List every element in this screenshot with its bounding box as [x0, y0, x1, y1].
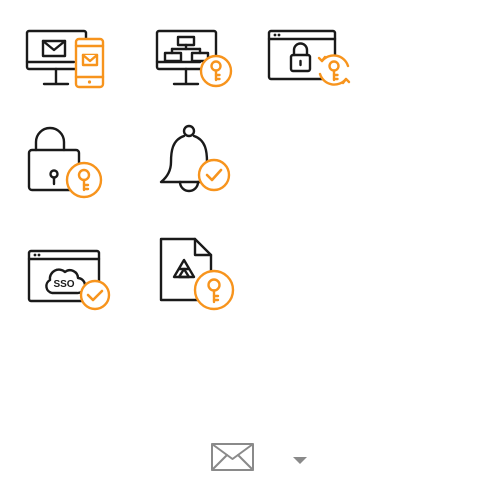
caret-down-icon[interactable] — [292, 452, 308, 464]
browser-lock-key-rotate-icon — [266, 28, 354, 92]
sso-label: SSO — [53, 279, 74, 290]
bell-check-icon — [158, 122, 234, 200]
network-key-icon — [154, 28, 238, 92]
envelope-icon[interactable] — [210, 442, 256, 472]
email-multi-device-icon — [24, 28, 108, 90]
document-certificate-key-icon — [158, 236, 240, 314]
padlock-key-icon — [26, 124, 106, 204]
browser-sso-check-icon: SSO — [26, 248, 116, 314]
